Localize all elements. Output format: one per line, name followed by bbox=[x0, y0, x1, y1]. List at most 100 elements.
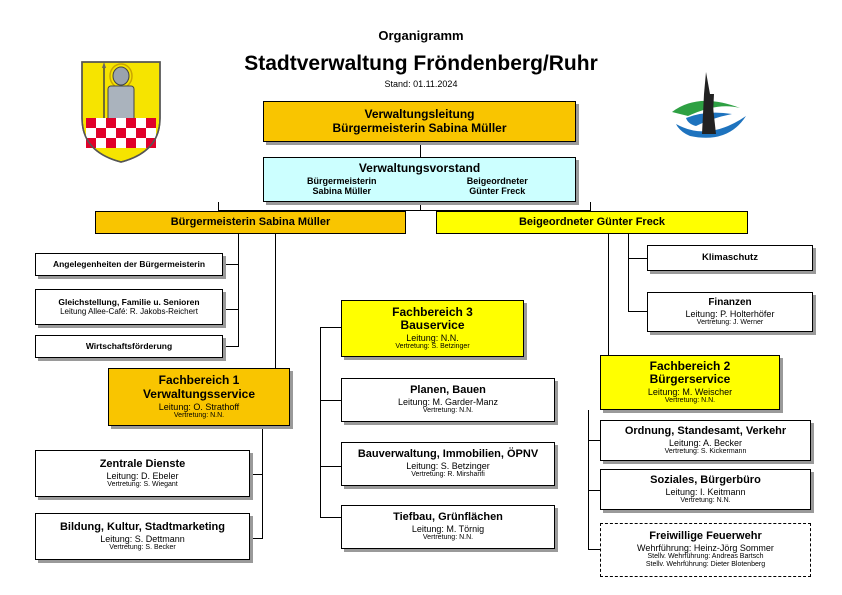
unit-leitung: Leitung: A. Becker bbox=[668, 437, 743, 448]
finanzen-title: Finanzen bbox=[708, 297, 752, 309]
feuerwehr-vertretung-2: Stellv. Wehrführung: Dieter Blotenberg bbox=[645, 561, 766, 569]
fachbereich-2-box[interactable]: Fachbereich 2 Bürgerservice Leitung: M. … bbox=[600, 355, 780, 410]
angelegenheiten-label: Angelegenheiten der Bürgermeisterin bbox=[52, 258, 206, 269]
fb1-leitung: Leitung: O. Strathoff bbox=[158, 401, 240, 412]
connector bbox=[588, 440, 600, 441]
wirtschaftsfoerderung-label: Wirtschaftsförderung bbox=[85, 340, 173, 351]
connector bbox=[223, 346, 239, 347]
unit-vertretung: Vertretung: S. Wiegant bbox=[107, 480, 178, 488]
unit-feuerwehr[interactable]: Freiwillige Feuerwehr Wehrführung: Heinz… bbox=[600, 523, 811, 577]
unit-vertretung: Vertretung: N.N. bbox=[422, 534, 474, 542]
fachbereich-3-box[interactable]: Fachbereich 3 Bauservice Leitung: N.N. V… bbox=[341, 300, 524, 357]
date-stamp: Stand: 01.11.2024 bbox=[384, 79, 458, 89]
unit-tiefbau[interactable]: Tiefbau, Grünflächen Leitung: M. Törnig … bbox=[341, 505, 555, 549]
klimaschutz-box[interactable]: Klimaschutz bbox=[647, 245, 813, 271]
finanzen-box[interactable]: Finanzen Leitung: P. Holterhöfer Vertret… bbox=[647, 292, 813, 332]
vorstand-left-name: Sabina Müller bbox=[312, 186, 371, 197]
unit-vertretung: Vertretung: S. Kickermann bbox=[664, 447, 747, 455]
unit-leitung: Leitung: D. Ebeler bbox=[106, 470, 179, 481]
fb3-name: Bauservice bbox=[400, 318, 465, 333]
vorstand-right-name: Günter Freck bbox=[469, 186, 526, 197]
connector bbox=[320, 327, 321, 517]
unit-bildung-kultur[interactable]: Bildung, Kultur, Stadtmarketing Leitung:… bbox=[35, 513, 250, 560]
fb2-vertretung: Vertretung: N.N. bbox=[664, 397, 716, 405]
angelegenheiten-box[interactable]: Angelegenheiten der Bürgermeisterin bbox=[35, 253, 223, 276]
unit-soziales[interactable]: Soziales, Bürgerbüro Leitung: I. Keitman… bbox=[600, 469, 811, 510]
connector bbox=[218, 210, 590, 211]
gleichstellung-box[interactable]: Gleichstellung, Familie u. Senioren Leit… bbox=[35, 289, 223, 325]
connector bbox=[262, 426, 263, 539]
connector bbox=[420, 142, 421, 157]
klimaschutz-label: Klimaschutz bbox=[702, 251, 758, 263]
connector bbox=[320, 400, 341, 401]
unit-leitung: Leitung: M. Garder-Manz bbox=[397, 397, 499, 408]
unit-title: Bauverwaltung, Immobilien, ÖPNV bbox=[357, 448, 539, 461]
finanzen-vertretung: Vertretung: J. Werner bbox=[696, 318, 764, 326]
verwaltungsleitung-box[interactable]: Verwaltungsleitung Bürgermeisterin Sabin… bbox=[263, 101, 576, 142]
organigramm-kicker: Organigramm bbox=[378, 28, 464, 43]
connector bbox=[588, 490, 600, 491]
connector bbox=[218, 202, 219, 211]
unit-title: Zentrale Dienste bbox=[99, 457, 186, 470]
vorstand-left-role: Bürgermeisterin bbox=[306, 175, 377, 186]
connector bbox=[628, 258, 647, 259]
unit-vertretung: Vertretung: S. Becker bbox=[109, 543, 176, 551]
connector bbox=[223, 264, 239, 265]
unit-bauverwaltung[interactable]: Bauverwaltung, Immobilien, ÖPNV Leitung:… bbox=[341, 442, 555, 486]
fb3-leitung: Leitung: N.N. bbox=[406, 333, 459, 344]
unit-title: Planen, Bauen bbox=[410, 384, 486, 397]
unit-ordnung[interactable]: Ordnung, Standesamt, Verkehr Leitung: A.… bbox=[600, 420, 811, 461]
fb1-label: Fachbereich 1 bbox=[158, 373, 240, 387]
unit-leitung: Leitung: S. Betzinger bbox=[406, 461, 490, 472]
connector bbox=[320, 517, 341, 518]
connector bbox=[628, 234, 629, 312]
connector bbox=[250, 474, 263, 475]
feuerwehr-title: Freiwillige Feuerwehr bbox=[649, 530, 762, 543]
unit-zentrale-dienste[interactable]: Zentrale Dienste Leitung: D. Ebeler Vert… bbox=[35, 450, 250, 497]
verwaltungsvorstand-box[interactable]: Verwaltungsvorstand Bürgermeisterin Sabi… bbox=[263, 157, 576, 202]
page-title: Stadtverwaltung Fröndenberg/Ruhr bbox=[244, 52, 598, 75]
connector bbox=[590, 202, 591, 211]
coat-of-arms-icon bbox=[80, 60, 162, 164]
unit-leitung: Leitung: S. Dettmann bbox=[100, 533, 185, 544]
unit-title: Soziales, Bürgerbüro bbox=[650, 473, 761, 486]
fb2-name: Bürgerservice bbox=[649, 372, 731, 387]
fb2-leitung: Leitung: M. Weischer bbox=[647, 387, 733, 398]
gleichstellung-title: Gleichstellung, Familie u. Senioren bbox=[58, 296, 200, 307]
connector bbox=[320, 466, 341, 467]
unit-title: Ordnung, Standesamt, Verkehr bbox=[624, 424, 787, 437]
unit-planen-bauen[interactable]: Planen, Bauen Leitung: M. Garder-Manz Ve… bbox=[341, 378, 555, 422]
connector bbox=[250, 538, 263, 539]
connector bbox=[608, 234, 609, 355]
feuerwehr-leitung: Wehrführung: Heinz-Jörg Sommer bbox=[637, 543, 774, 554]
connector bbox=[420, 202, 421, 210]
connector bbox=[238, 234, 239, 346]
feuerwehr-vertretung-1: Stellv. Wehrführung: Andreas Bartsch bbox=[647, 553, 764, 561]
fb2-label: Fachbereich 2 bbox=[649, 358, 731, 373]
connector bbox=[588, 410, 589, 550]
verwaltungsleitung-name: Bürgermeisterin Sabina Müller bbox=[332, 120, 507, 135]
fachbereich-1-box[interactable]: Fachbereich 1 Verwaltungsservice Leitung… bbox=[108, 368, 290, 426]
connector bbox=[588, 549, 600, 550]
fb1-name: Verwaltungsservice bbox=[142, 386, 256, 401]
unit-title: Tiefbau, Grünflächen bbox=[393, 511, 503, 524]
connector bbox=[628, 311, 647, 312]
wirtschaftsfoerderung-box[interactable]: Wirtschaftsförderung bbox=[35, 335, 223, 358]
unit-leitung: Leitung: I. Keitmann bbox=[665, 486, 746, 497]
unit-leitung: Leitung: M. Törnig bbox=[411, 524, 485, 535]
vorstand-right-role: Beigeordneter bbox=[466, 175, 528, 186]
unit-title: Bildung, Kultur, Stadtmarketing bbox=[59, 520, 225, 533]
unit-vertretung: Vertretung: N.N. bbox=[680, 496, 731, 504]
unit-vertretung: Vertretung: N.N. bbox=[422, 407, 474, 415]
fb3-label: Fachbereich 3 bbox=[392, 304, 473, 319]
connector bbox=[320, 327, 341, 328]
connector bbox=[223, 309, 239, 310]
gleichstellung-sub: Leitung Allee-Café: R. Jakobs-Reichert bbox=[60, 307, 198, 317]
branch-buergermeisterin[interactable]: Bürgermeisterin Sabina Müller bbox=[95, 211, 406, 234]
unit-vertretung: Vertretung: R. Mirsharifi bbox=[411, 471, 485, 479]
branch-beigeordneter[interactable]: Beigeordneter Günter Freck bbox=[436, 211, 748, 234]
fb1-vertretung: Vertretung: N.N. bbox=[173, 411, 225, 419]
verwaltungsvorstand-title: Verwaltungsvorstand bbox=[358, 161, 481, 175]
connector bbox=[275, 234, 276, 368]
city-logo-icon bbox=[668, 72, 748, 152]
